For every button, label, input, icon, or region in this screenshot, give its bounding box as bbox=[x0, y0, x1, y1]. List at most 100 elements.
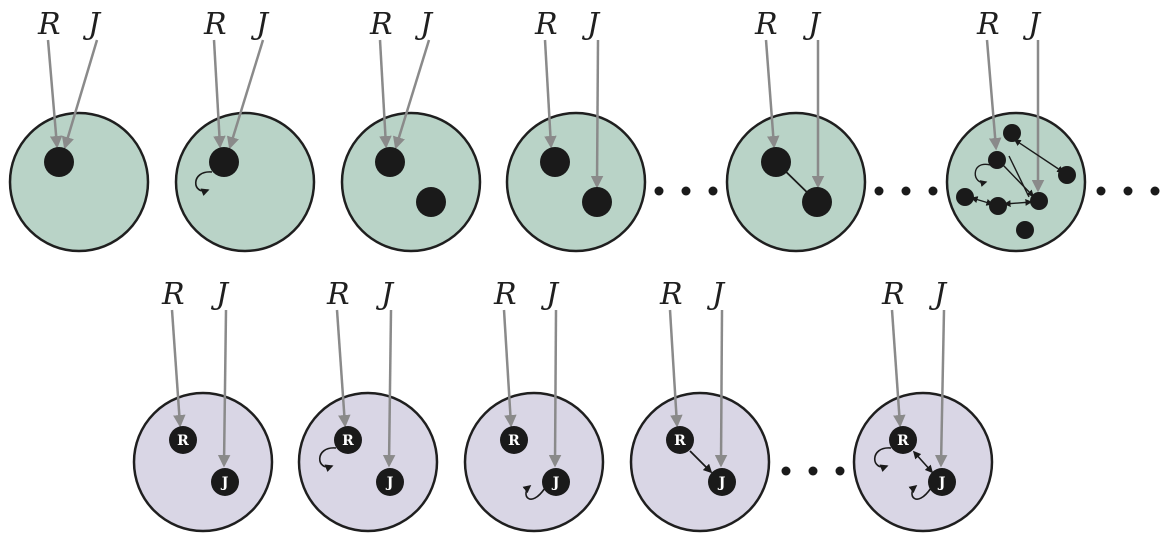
top-stage-1: R J bbox=[8, 7, 150, 253]
top-stage-4: R J bbox=[505, 7, 647, 253]
pointer-label-j: J bbox=[375, 277, 395, 312]
node-label-r: R bbox=[674, 433, 686, 449]
ellipsis bbox=[654, 186, 718, 196]
pointer-label-r: R bbox=[754, 7, 778, 42]
pointer-label-j: J bbox=[82, 7, 102, 42]
object-node bbox=[1016, 221, 1034, 239]
object-node bbox=[989, 197, 1007, 215]
root-arrow-j bbox=[226, 39, 265, 150]
object-node bbox=[416, 187, 446, 217]
object-link bbox=[1013, 139, 1065, 173]
self-reference-loop-j bbox=[908, 484, 932, 500]
root-arrow-r bbox=[502, 309, 517, 428]
pointer-label-j: J bbox=[540, 277, 560, 312]
pointer-label-r: R bbox=[326, 277, 350, 312]
self-reference-loop-r bbox=[874, 447, 892, 472]
bottom-stage-5: R J R J bbox=[852, 277, 994, 533]
top-stage-2: R J bbox=[174, 7, 316, 253]
node-label-j: J bbox=[551, 475, 560, 491]
object-node-r bbox=[666, 426, 694, 454]
bottom-stage-3: R J R J bbox=[463, 277, 605, 533]
node-label-r: R bbox=[508, 433, 520, 449]
object-node-j bbox=[708, 468, 736, 496]
heap-circle bbox=[505, 111, 647, 253]
pointer-label-r: R bbox=[37, 7, 61, 42]
object-node-r bbox=[334, 426, 362, 454]
self-reference-loop bbox=[974, 163, 991, 187]
pointer-label-j: J bbox=[581, 7, 601, 42]
object-node bbox=[802, 187, 832, 217]
node-label-r: R bbox=[342, 433, 354, 449]
pointer-label-j: J bbox=[928, 277, 948, 312]
node-label-r: R bbox=[897, 433, 909, 449]
root-arrow-j bbox=[548, 309, 562, 468]
object-link bbox=[689, 450, 713, 474]
pointer-label-j: J bbox=[802, 7, 822, 42]
top-stage-3: R J bbox=[340, 7, 482, 253]
object-link bbox=[1003, 198, 1033, 208]
object-node bbox=[582, 187, 612, 217]
pointer-label-j: J bbox=[250, 7, 270, 42]
object-node bbox=[956, 188, 974, 206]
self-reference-loop bbox=[522, 484, 546, 500]
object-node bbox=[375, 147, 405, 177]
object-node bbox=[1058, 166, 1076, 184]
pointer-label-r: R bbox=[659, 277, 683, 312]
bottom-stage-2: R J R J bbox=[297, 277, 439, 533]
heap-circle bbox=[463, 391, 605, 533]
ellipsis bbox=[781, 466, 845, 476]
node-label-j: J bbox=[717, 475, 726, 491]
object-node-r bbox=[169, 426, 197, 454]
object-node bbox=[44, 147, 74, 177]
root-arrow-r bbox=[170, 309, 186, 428]
object-node bbox=[1003, 124, 1021, 142]
root-arrow-r bbox=[212, 39, 226, 149]
node-label-r: R bbox=[177, 433, 189, 449]
object-node bbox=[988, 151, 1006, 169]
object-node-r bbox=[889, 426, 917, 454]
root-arrow-j bbox=[61, 39, 99, 150]
object-link bbox=[970, 196, 994, 206]
self-reference-loop bbox=[319, 447, 337, 472]
root-arrow-r bbox=[46, 39, 63, 149]
root-arrow-j bbox=[934, 309, 948, 468]
root-arrow-j bbox=[714, 309, 728, 468]
heap-circle bbox=[297, 391, 439, 533]
root-arrow-r bbox=[378, 39, 392, 149]
object-node-r bbox=[500, 426, 528, 454]
self-reference-loop bbox=[195, 171, 213, 196]
root-arrow-r bbox=[985, 39, 1002, 151]
object-node-j bbox=[542, 468, 570, 496]
node-label-j: J bbox=[220, 475, 229, 491]
node-label-j: J bbox=[385, 475, 394, 491]
object-node-j bbox=[376, 468, 404, 496]
object-link bbox=[1002, 164, 1034, 198]
pointer-label-j: J bbox=[1022, 7, 1042, 42]
root-arrow-r bbox=[764, 39, 780, 149]
pointer-label-j: J bbox=[414, 7, 434, 42]
object-link bbox=[912, 450, 934, 474]
heap-circle bbox=[174, 111, 316, 253]
pointer-label-j: J bbox=[210, 277, 230, 312]
object-link bbox=[1008, 155, 1030, 198]
heap-circle bbox=[8, 111, 150, 253]
ellipsis bbox=[874, 186, 938, 196]
root-arrow-j bbox=[217, 309, 231, 468]
pointer-label-j: J bbox=[706, 277, 726, 312]
root-arrow-r bbox=[890, 309, 906, 428]
pointer-label-r: R bbox=[369, 7, 393, 42]
heap-circle bbox=[132, 391, 274, 533]
bottom-stage-4: R J R J bbox=[629, 277, 771, 533]
object-node bbox=[761, 147, 791, 177]
root-arrow-r bbox=[335, 309, 351, 428]
pointer-label-r: R bbox=[161, 277, 185, 312]
object-node bbox=[540, 147, 570, 177]
pointer-label-r: R bbox=[534, 7, 558, 42]
pointer-label-r: R bbox=[203, 7, 227, 42]
ellipsis bbox=[1096, 186, 1160, 196]
top-stage-6: R J bbox=[945, 7, 1087, 253]
root-arrow-j bbox=[392, 39, 431, 150]
object-node bbox=[1030, 192, 1048, 210]
bottom-stage-1: R J R J bbox=[132, 277, 274, 533]
